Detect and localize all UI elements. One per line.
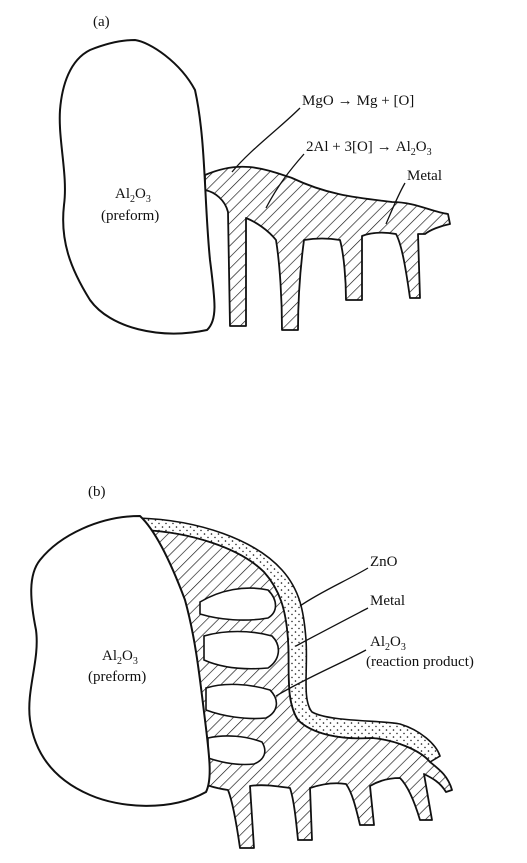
panel-a-leader-reaction-1 — [232, 108, 300, 172]
panel-a-tag: (a) — [93, 14, 110, 30]
panel-a-metal-network — [205, 167, 450, 330]
panel-b-leader-metal — [296, 608, 368, 646]
panel-a-metal-label: Metal — [407, 168, 442, 184]
panel-b-leader-zno — [300, 568, 368, 606]
panel-b-preform-note: (preform) — [88, 669, 146, 685]
panel-b-zno-label: ZnO — [370, 554, 398, 570]
svg-text:2Al + 3[O]→Al2O3: 2Al + 3[O]→Al2O3 — [306, 139, 432, 158]
panel-a-reaction-2: 2Al + 3[O]→Al2O3 — [306, 139, 432, 158]
svg-text:MgO→Mg + [O]: MgO→Mg + [O] — [302, 93, 414, 109]
panel-b: (b) Al2O3 (preform) ZnO Metal Al2O3 — [29, 484, 474, 848]
svg-text:Al2O3: Al2O3 — [370, 634, 406, 653]
panel-b-product-note: (reaction product) — [366, 654, 474, 670]
panel-a: (a) Al2O3 (preform) MgO→Mg + [O] 2Al + 3… — [60, 14, 450, 333]
panel-a-preform-note: (preform) — [101, 208, 159, 224]
panel-b-metal-label: Metal — [370, 593, 405, 609]
panel-b-tag: (b) — [88, 484, 106, 500]
panel-b-cavity-2 — [204, 632, 278, 669]
panel-b-cavity-4 — [208, 736, 265, 765]
panel-a-reaction-1: MgO→Mg + [O] — [302, 93, 414, 109]
panel-b-cavity-3 — [206, 684, 276, 718]
panel-b-product-formula: Al2O3 — [370, 634, 406, 653]
